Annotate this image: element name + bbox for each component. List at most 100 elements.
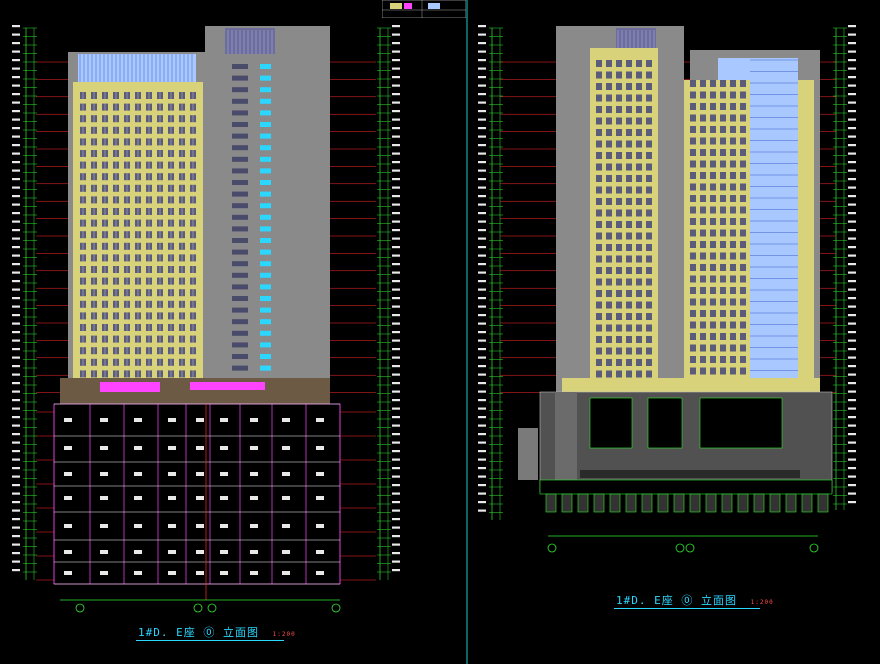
right-podium-left-band: [555, 392, 577, 490]
right-wing-window: [740, 137, 746, 145]
left-cyan-balcony: [260, 261, 271, 267]
right-outer-levels-label-mark: [478, 152, 486, 155]
right-wing-window: [730, 344, 736, 352]
left-right-levels-label-mark: [392, 484, 400, 487]
left-right-levels-label-mark: [392, 314, 400, 317]
left-grey-window: [232, 284, 248, 290]
right-window: [636, 83, 642, 90]
left-outer-levels-label-mark: [12, 229, 20, 232]
left-outer-levels-label-mark: [12, 509, 20, 512]
right-right-levels-label-mark: [848, 484, 856, 487]
right-outer-levels-label-mark: [478, 356, 486, 359]
left-cyan-balcony: [260, 330, 271, 336]
left-axis-bubble: [207, 603, 217, 613]
right-wing-window: [710, 241, 716, 248]
right-wing-window: [710, 229, 716, 237]
right-outer-levels-label-mark: [478, 93, 486, 96]
right-outer-levels-label-mark: [478, 135, 486, 138]
left-grey-window: [232, 330, 248, 336]
right-window: [636, 232, 642, 240]
left-right-levels-label-mark: [392, 144, 400, 147]
right-right-levels-label-mark: [848, 348, 856, 351]
left-podium-room-label: [316, 446, 324, 450]
right-right-levels-label-mark: [848, 254, 856, 257]
right-wing-window: [740, 103, 746, 110]
right-window: [636, 244, 642, 251]
right-outer-levels-label-mark: [478, 416, 486, 419]
left-outer-levels-label-mark: [12, 518, 20, 521]
right-outer-levels-label-mark: [478, 178, 486, 181]
right-wing-window: [730, 298, 736, 306]
right-wing-window: [690, 103, 696, 110]
right-right-levels-label-mark: [848, 25, 856, 28]
right-window: [606, 232, 612, 240]
left-cyan-balcony: [260, 342, 271, 348]
left-outer-levels-label-mark: [12, 42, 20, 45]
right-wing-window: [700, 367, 706, 375]
left-right-levels-label-mark: [392, 118, 400, 121]
left-podium-room-label: [100, 524, 108, 528]
right-window: [636, 198, 642, 205]
right-window: [636, 278, 642, 286]
right-window: [626, 336, 632, 343]
left-outer-levels-label-mark: [12, 526, 20, 529]
left-right-levels-label-mark: [392, 93, 400, 96]
left-right-levels-label-mark: [392, 220, 400, 223]
right-window: [606, 106, 612, 113]
left-grey-window: [232, 261, 248, 267]
right-wing-window: [720, 310, 726, 317]
left-grey-window: [232, 238, 248, 243]
left-outer-levels-label-mark: [12, 33, 20, 36]
right-outer-levels-label-mark: [478, 492, 486, 495]
left-outer-levels-label-mark: [12, 101, 20, 104]
left-axis-bubble: [331, 603, 341, 613]
right-wing-window: [740, 344, 746, 352]
left-cyan-balcony: [260, 238, 271, 243]
right-caption-underline: [614, 608, 760, 609]
left-cyan-balcony: [260, 319, 271, 325]
right-window: [646, 198, 652, 205]
right-wing-window: [740, 321, 746, 329]
left-podium-room-label: [196, 472, 204, 476]
left-right-levels-label-mark: [392, 356, 400, 359]
left-right-levels-label-mark: [392, 67, 400, 70]
left-outer-levels-label-mark: [12, 399, 20, 402]
right-caption-view: 立面图: [701, 594, 737, 607]
right-window: [616, 198, 622, 205]
left-grey-window: [232, 226, 248, 232]
right-wing-window: [730, 195, 736, 202]
right-wing-window: [720, 206, 726, 214]
right-outer-levels-label-mark: [478, 433, 486, 436]
left-right-levels-label-mark: [392, 560, 400, 563]
right-window: [636, 175, 642, 182]
right-outer-levels-label-mark: [478, 67, 486, 70]
right-window: [626, 267, 632, 274]
right-right-levels-label-mark: [848, 195, 856, 198]
right-right-levels-label-mark: [848, 458, 856, 461]
left-grey-window: [232, 145, 248, 151]
left-outer-levels-label-mark: [12, 543, 20, 546]
right-window: [616, 301, 622, 309]
left-podium-room-label: [100, 571, 108, 575]
right-elevation-caption: 1#D. E座 ⓪ 立面图 1:200: [616, 592, 774, 608]
left-outer-levels-label-mark: [12, 484, 20, 487]
left-podium-frame: [53, 403, 341, 585]
right-ground-door: [657, 493, 669, 513]
left-podium-room-label: [134, 496, 142, 500]
right-wing-window: [720, 229, 726, 237]
left-outer-levels-label-mark: [12, 195, 20, 198]
left-right-levels-label-mark: [392, 263, 400, 266]
right-right-levels-label-mark: [848, 339, 856, 342]
right-window: [616, 140, 622, 148]
left-cyan-balcony: [260, 296, 271, 301]
right-wing-window: [720, 298, 726, 306]
right-right-levels-label-mark: [848, 135, 856, 138]
right-window: [596, 209, 602, 217]
right-outer-levels-label-mark: [478, 458, 486, 461]
right-wing-window: [710, 367, 716, 375]
right-wing-window: [730, 160, 736, 168]
left-right-levels-label-mark: [392, 280, 400, 283]
left-cyan-balcony: [260, 145, 271, 151]
right-wing-window: [690, 275, 696, 283]
right-outer-levels-label-mark: [478, 441, 486, 444]
